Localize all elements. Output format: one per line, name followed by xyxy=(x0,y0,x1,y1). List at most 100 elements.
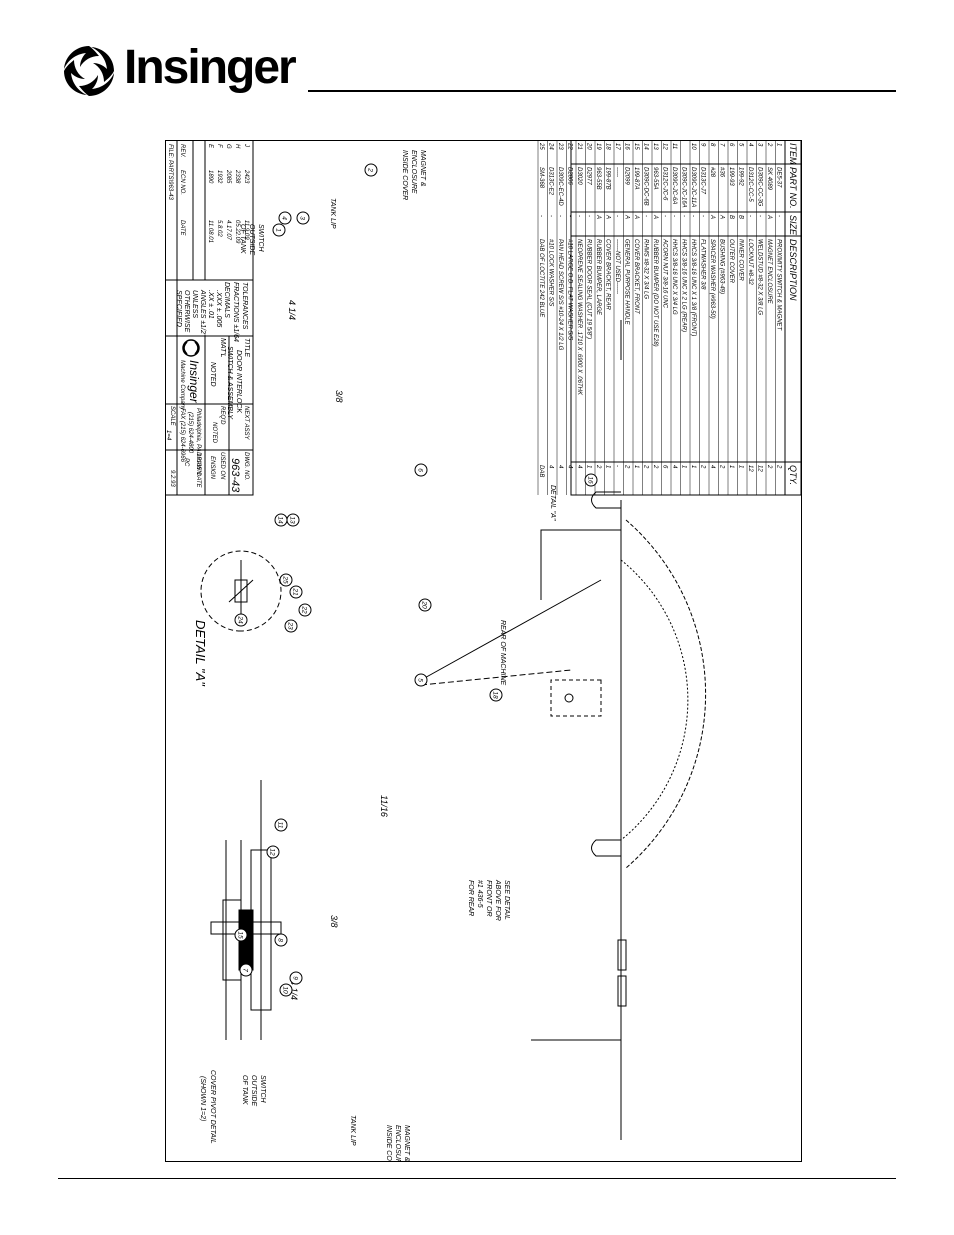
title-line-2: SWITCH & ASSEMBLY xyxy=(226,346,233,420)
table-cell: 21 xyxy=(576,142,582,150)
balloon-circle xyxy=(279,573,293,587)
reqd-value: NOTED xyxy=(211,422,217,444)
balloon-label: 3 xyxy=(299,216,306,220)
table-cell: - xyxy=(586,215,592,217)
see-detail-1: SEE DETAIL xyxy=(503,880,510,920)
table-cell: 24 xyxy=(548,142,554,150)
table-grid xyxy=(537,140,801,495)
company-logo-icon xyxy=(182,339,200,357)
revision-cell: 11.9.09 xyxy=(243,220,249,240)
revision-cell: 05.22.09 xyxy=(234,220,240,244)
revision-cell: E xyxy=(207,144,213,149)
table-cell: 22 xyxy=(567,142,573,150)
table-cell: 2 xyxy=(700,464,706,469)
table-cell: INNER COVER xyxy=(738,239,744,281)
scale-value: 1=4 xyxy=(165,430,171,441)
table-cell: - xyxy=(700,215,706,217)
balloon-circle xyxy=(289,585,303,599)
table-cell: 2 xyxy=(643,464,649,469)
revision-cell: G xyxy=(225,144,231,149)
address-line-3: FAX (215) 624-6966 xyxy=(179,408,185,463)
table-cell: 1 xyxy=(776,143,782,146)
table-cell: 12 xyxy=(757,465,763,472)
table-cell: D309C-JC-6A xyxy=(671,167,677,204)
table-cell: 4 xyxy=(557,465,563,469)
main-view xyxy=(420,320,707,1140)
table-cell: 4 xyxy=(709,465,715,469)
table-cell: - xyxy=(538,215,544,217)
table-cell: SPACER WASHER (#963-50) xyxy=(709,239,715,319)
annotations: REAR OF MACHINE DETAIL "A" SEE DETAIL AB… xyxy=(239,150,556,1162)
magnet-note-right-2: ENCLOSURE xyxy=(410,150,417,194)
table-cell: D309C-DC-6B xyxy=(643,167,649,206)
table-cell: 963-55A xyxy=(652,167,658,190)
table-cell: 1 xyxy=(605,465,611,468)
cover-pivot-detail: COVER PIVOT DETAIL (SHOWN 1=2) xyxy=(199,780,282,1144)
table-cell: WELDSTUD #8-32 X 3/8 LG xyxy=(757,239,763,315)
table-cell: OUTER COVER xyxy=(728,239,734,284)
matl-label: MAT'L xyxy=(219,338,226,358)
dim-3-8-left: 3/8 xyxy=(329,915,339,928)
table-cell: 2 xyxy=(595,464,601,469)
table-cell: D313C-J7 xyxy=(700,167,706,195)
balloon-circle xyxy=(584,473,598,487)
title-label: TITLE xyxy=(243,338,250,357)
table-cell: - xyxy=(614,215,620,217)
balloon-circle xyxy=(279,983,293,997)
table-cell: A xyxy=(595,214,601,219)
table-cell: #10 LOCK WASHER S/S xyxy=(548,239,554,306)
table-cell: ------NOT USED------ xyxy=(614,239,620,294)
revision-cell: 5.8.02 xyxy=(216,220,222,237)
dim-11-16: 11/16 xyxy=(379,795,389,817)
tolerances-label: TOLERANCES xyxy=(241,282,248,330)
table-cell: 1 xyxy=(728,465,734,468)
table-cell: 7 xyxy=(719,143,725,147)
balloon-circle xyxy=(298,603,312,617)
revision-header: ECN NO. xyxy=(179,170,185,195)
switch-note-right-2: OUTSIDE xyxy=(248,224,255,255)
table-cell: - xyxy=(747,215,753,217)
table-cell: 15 xyxy=(633,143,639,150)
table-cell: D309C-CC-3G xyxy=(757,167,763,207)
balloon-circle xyxy=(274,933,288,947)
table-header: PART NO. xyxy=(788,167,798,209)
table-cell: HHCS 3/8-16 UNC X 1 3/8 (FRONT) xyxy=(690,239,696,336)
table-cell: 2 xyxy=(719,464,725,469)
table-cell: 199-93 xyxy=(728,167,734,186)
detail-a: DETAIL "A" xyxy=(193,550,282,687)
tolerance-xxx: .XXX ± .005 xyxy=(215,290,222,327)
table-cell: - xyxy=(548,215,554,217)
table-cell: B xyxy=(738,215,744,219)
table-cell: 1 xyxy=(586,465,592,468)
table-cell: 6 xyxy=(662,465,668,469)
table-cell: RUBBER BUMPER, LARGE xyxy=(595,239,601,316)
balloon-circle xyxy=(239,963,253,977)
table-cell: D312C-JC-6 xyxy=(662,167,668,201)
table-cell: 1 xyxy=(633,465,639,468)
table-cell: 4 xyxy=(671,465,677,469)
magnet-note-right-3: INSIDE COVER xyxy=(401,150,408,200)
table-cell: #28 xyxy=(709,167,715,178)
balloon-label: 20 xyxy=(421,600,428,609)
table-header: ITEM xyxy=(788,143,798,165)
table-cell: D3020 xyxy=(576,167,582,185)
table-cell: 11 xyxy=(671,143,677,149)
sheet-border xyxy=(165,140,802,1162)
table-cell: 14 xyxy=(643,143,649,150)
table-cell: A xyxy=(633,214,639,219)
table-cell: - xyxy=(681,215,687,217)
balloon-circle xyxy=(266,845,280,859)
revision-cell: 2085 xyxy=(225,169,231,184)
dim-4-1-4-right: 4 1/4 xyxy=(287,300,297,320)
table-cell: PROXIMITY SWITCH & MAGNET xyxy=(776,239,782,332)
table-cell: 12 xyxy=(747,465,753,472)
table-header: SIZE xyxy=(788,215,798,236)
reqd-label: REQ'D xyxy=(219,406,225,425)
drawn-by: PC xyxy=(183,458,189,467)
table-cell: D2806 xyxy=(567,167,573,185)
balloon-label: 25 xyxy=(282,575,289,584)
revision-cell: 2338 xyxy=(234,169,240,184)
